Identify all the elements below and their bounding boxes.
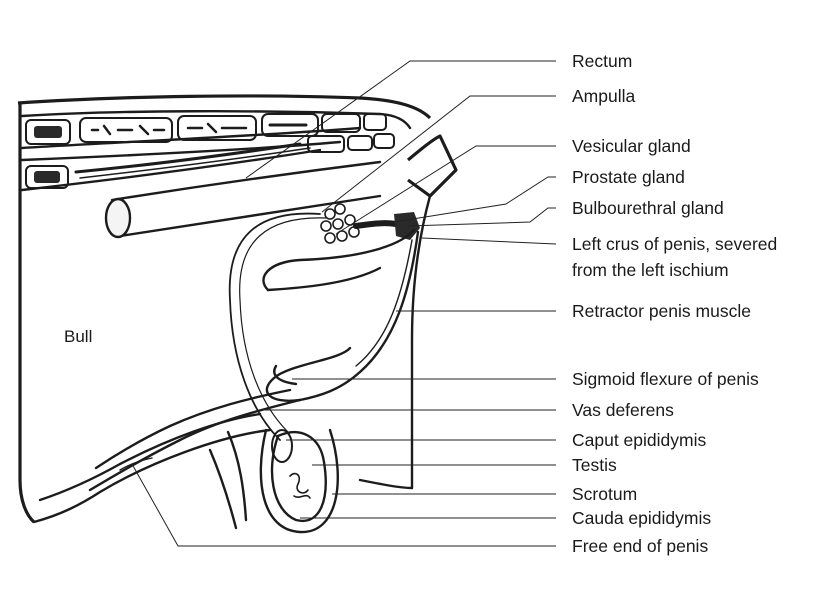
label-prostate-gland: Prostate gland — [572, 167, 685, 187]
label-sigmoid-flexure: Sigmoid flexure of penis — [572, 369, 759, 389]
label-vesicular-gland: Vesicular gland — [572, 136, 691, 156]
label-rectum: Rectum — [572, 51, 632, 71]
label-vas-deferens: Vas deferens — [572, 400, 674, 420]
penis-structure — [90, 214, 418, 490]
testis-structure — [261, 430, 338, 532]
label-cauda-epididymis: Cauda epididymis — [572, 508, 711, 528]
leader-vesicular-gland — [336, 146, 556, 234]
label-testis: Testis — [572, 455, 617, 475]
leader-lines — [132, 61, 556, 546]
label-ampulla: Ampulla — [572, 86, 635, 106]
leader-left-crus — [422, 238, 556, 244]
leader-bulbourethral-gland — [408, 208, 556, 226]
label-left-crus-line-1: Left crus of penis, severed — [572, 234, 777, 254]
label-retractor-penis-muscle: Retractor penis muscle — [572, 301, 751, 321]
rectum-structure — [106, 162, 380, 237]
label-caput-epididymis: Caput epididymis — [572, 430, 706, 450]
label-left-crus-line-2: from the left ischium — [572, 260, 729, 280]
leader-free-end-of-penis — [132, 464, 556, 546]
species-label: Bull — [64, 327, 92, 346]
labels: Rectum Ampulla Vesicular gland Prostate … — [572, 51, 777, 556]
label-bulbourethral-gland: Bulbourethral gland — [572, 198, 724, 218]
label-free-end-of-penis: Free end of penis — [572, 536, 708, 556]
label-scrotum: Scrotum — [572, 484, 637, 504]
leader-prostate-gland — [394, 177, 556, 222]
vertebral-column — [22, 111, 410, 190]
body-outline — [18, 96, 456, 528]
